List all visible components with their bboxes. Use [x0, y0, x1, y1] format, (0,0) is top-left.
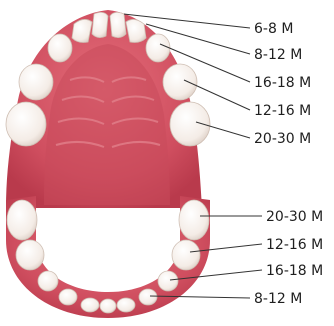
upper-central-incisor: [92, 12, 108, 37]
lower-second-molar: [7, 200, 37, 240]
upper-lateral-incisor: [126, 19, 146, 42]
upper-jaw: [6, 10, 210, 208]
lower-canine: [38, 271, 58, 291]
upper-canine: [48, 34, 72, 62]
label-lower-canines: 16-18 M: [266, 263, 323, 279]
lower-lateral-incisor: [59, 289, 77, 305]
upper-second-molar: [6, 102, 46, 146]
upper-first-molar: [19, 64, 53, 100]
lower-second-molar: [179, 200, 209, 240]
lower-canine: [158, 271, 178, 291]
lower-first-molar: [172, 240, 200, 270]
lower-central-incisor: [117, 298, 135, 312]
label-lower-first-molars: 12-16 M: [266, 237, 323, 253]
label-upper-second-molars: 20-30 M: [254, 131, 311, 147]
upper-lateral-incisor: [72, 19, 92, 42]
label-upper-lateral-incisors: 8-12 M: [254, 47, 302, 63]
upper-first-molar: [163, 64, 197, 100]
label-lower-second-molars: 20-30 M: [266, 209, 323, 225]
label-lower-incisors: 8-12 M: [254, 291, 302, 307]
lower-jaw: [6, 196, 210, 318]
lower-lateral-incisor: [139, 289, 157, 305]
label-upper-central-incisors: 6-8 M: [254, 21, 293, 37]
label-upper-first-molars: 12-16 M: [254, 103, 311, 119]
label-upper-canines: 16-18 M: [254, 75, 311, 91]
upper-canine: [146, 34, 170, 62]
upper-central-incisor: [110, 12, 126, 37]
lower-central-incisor: [81, 298, 99, 312]
lower-first-molar: [16, 240, 44, 270]
lower-central-incisor: [100, 299, 116, 313]
labels: 6-8 M 8-12 M 16-18 M 12-16 M 20-30 M 20-…: [254, 21, 323, 307]
